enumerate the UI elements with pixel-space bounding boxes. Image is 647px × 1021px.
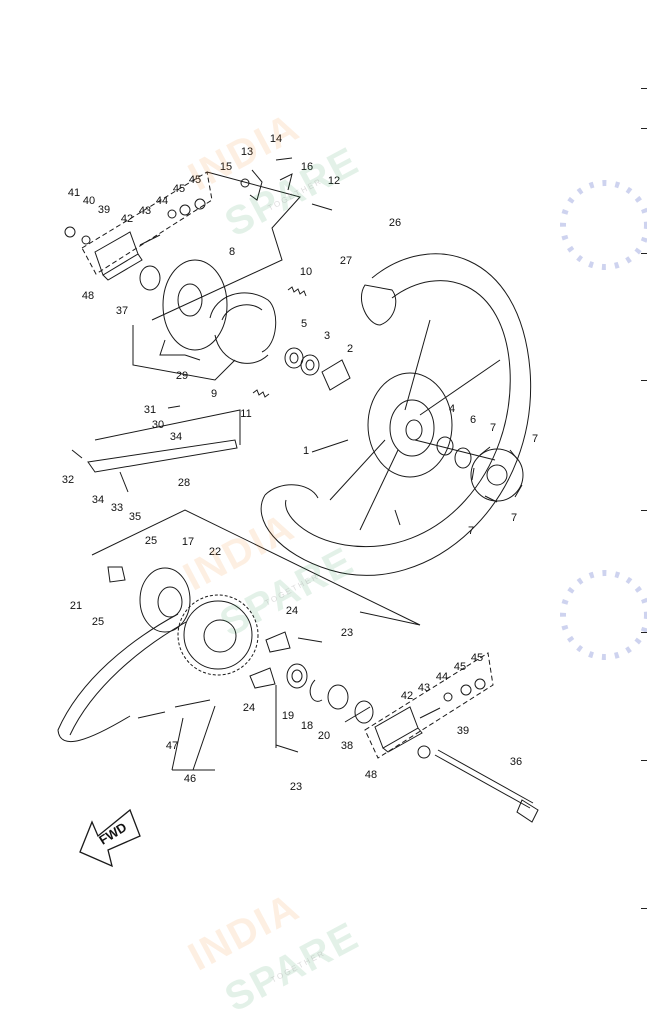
part-number-label: 44 [155,195,169,207]
part-number-label: 7 [531,433,539,445]
part-number-label: 38 [340,740,354,752]
dashed-group-box-lower [364,652,494,759]
part-number-label: 7 [489,422,497,434]
part-number-label: 26 [388,217,402,229]
sprocket-hub-icon [107,566,191,633]
part-number-label: 45 [453,661,467,673]
sprocket-icon [177,594,259,676]
part-number-label: 13 [240,146,254,158]
part-number-label: 4 [448,403,456,415]
part-number-label: 48 [81,290,95,302]
part-number-label: 30 [151,419,165,431]
part-number-label: 16 [300,161,314,173]
part-number-label: 43 [138,205,152,217]
part-number-label: 45 [470,652,484,664]
part-number-label: 7 [467,525,475,537]
part-number-label: 34 [91,494,105,506]
part-number-label: 43 [417,682,431,694]
part-number-label: 2 [346,343,354,355]
watermark-logo-icon [560,180,647,660]
part-number-label: 44 [435,671,449,683]
drive-chain-icon [57,613,211,743]
damper-icon [470,446,524,503]
forward-arrow-icon [79,808,141,868]
part-number-label: 31 [143,404,157,416]
part-number-label: 15 [219,161,233,173]
part-number-label: 23 [289,781,303,793]
part-number-label: 9 [210,388,218,400]
edge-tick [641,760,647,761]
part-number-label: 35 [128,511,142,523]
edge-tick [641,908,647,909]
part-number-label: 36 [509,756,523,768]
part-number-label: 25 [144,535,158,547]
part-number-label: 41 [67,187,81,199]
rear-tire-icon [260,253,532,576]
part-number-label: 45 [172,183,186,195]
part-number-label: 29 [175,370,189,382]
part-number-label: 6 [469,414,477,426]
part-number-label: 47 [165,740,179,752]
part-number-label: 32 [61,474,75,486]
part-number-label: 8 [228,246,236,258]
tension-bar-icon [87,439,238,473]
dashed-group-box-upper [81,171,213,275]
part-number-label: 1 [302,445,310,457]
part-number-label: 12 [327,175,341,187]
edge-tick [641,253,647,254]
axle-icon [434,749,534,809]
part-number-label: 3 [323,330,331,342]
part-number-label: 46 [183,773,197,785]
part-number-label: 34 [169,431,183,443]
edge-tick [641,380,647,381]
rear-wheel-exploded-view [57,157,647,868]
part-number-label: 24 [285,605,299,617]
part-number-label: 7 [510,512,518,524]
edge-tick [641,128,647,129]
part-number-label: 24 [242,702,256,714]
part-number-label: 42 [400,690,414,702]
edge-tick [641,88,647,89]
spring-icon [287,286,307,297]
edge-tick [641,632,647,633]
brake-panel-icon [159,259,228,356]
part-number-label: 42 [120,213,134,225]
part-number-label: 10 [299,266,313,278]
part-number-label: 22 [208,546,222,558]
part-number-label: 40 [82,195,96,207]
part-number-label: 23 [340,627,354,639]
part-number-label: 19 [281,710,295,722]
part-number-label: 39 [97,204,111,216]
bearing-icon [284,347,304,369]
part-number-label: 28 [177,477,191,489]
part-number-label: 25 [91,616,105,628]
part-number-label: 48 [364,769,378,781]
edge-tick [641,510,647,511]
part-number-label: 39 [456,725,470,737]
part-number-label: 21 [69,600,83,612]
part-number-label: 17 [181,536,195,548]
chain-adjuster-icon [94,231,441,753]
part-number-label: 18 [300,720,314,732]
part-number-label: 14 [269,133,283,145]
part-number-label: 45 [188,174,202,186]
part-number-label: 20 [317,730,331,742]
part-number-label: 27 [339,255,353,267]
part-number-label: 33 [110,502,124,514]
part-number-label: 5 [300,318,308,330]
part-number-label: 11 [240,408,252,420]
part-number-label: 37 [115,305,129,317]
brake-shoe-icon [209,292,277,364]
